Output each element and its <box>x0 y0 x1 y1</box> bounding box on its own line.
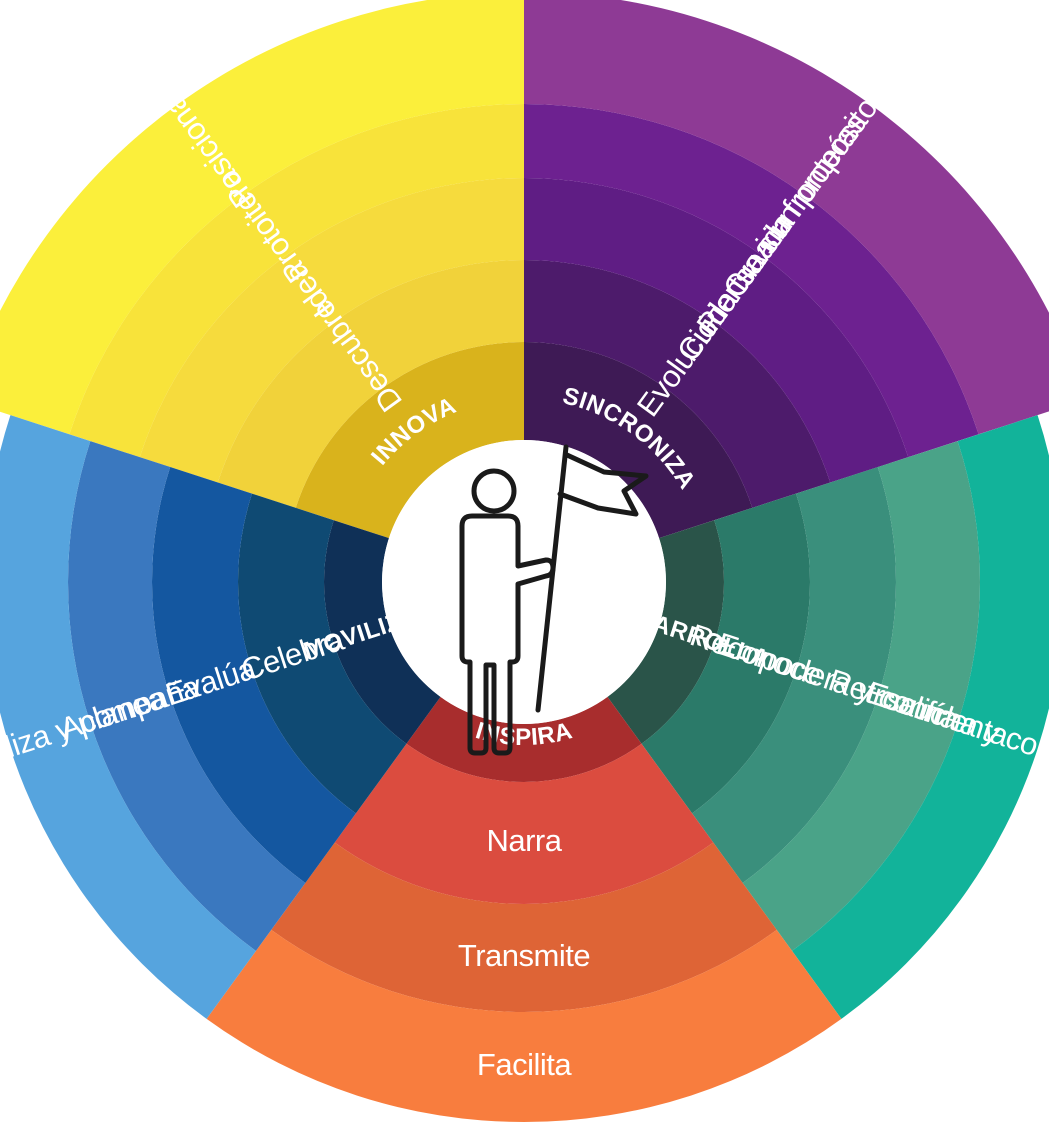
innova-ring-4 <box>0 0 524 435</box>
desarrolla-ring-2 <box>692 467 896 883</box>
sincroniza-ring-2 <box>524 178 909 483</box>
moviliza-ring-4 <box>0 415 256 1019</box>
person-holding-flag-icon <box>459 444 649 756</box>
inspira-ring-1 <box>334 743 714 904</box>
center-hub <box>382 440 666 756</box>
innova-ring-0 <box>295 342 524 539</box>
inspira-ring-3 <box>206 929 842 1123</box>
sincroniza-ring-3 <box>524 104 979 458</box>
inspira-label-2: Facilita <box>477 1047 572 1082</box>
sincroniza-ring-0 <box>524 342 753 539</box>
desarrolla-ring-1 <box>641 493 810 814</box>
sincroniza-ring-4 <box>524 0 1049 435</box>
innova-ring-1 <box>217 260 524 508</box>
inspira-ring-2 <box>271 842 777 1013</box>
desarrolla-ring-4 <box>792 415 1049 1019</box>
moviliza-ring-2 <box>151 467 356 883</box>
desarrolla-ring-3 <box>742 441 980 951</box>
moviliza-ring-1 <box>238 493 407 814</box>
inspira-label-1: Transmite <box>458 938 590 973</box>
inspira-label-0: Narra <box>486 823 562 858</box>
innova-ring-3 <box>69 104 524 458</box>
inspira-ring-0 <box>406 696 642 783</box>
moviliza-ring-3 <box>67 441 306 951</box>
moviliza-ring-0 <box>323 520 441 744</box>
desarrolla-ring-0 <box>607 520 724 744</box>
innova-ring-2 <box>139 178 524 483</box>
sincroniza-ring-1 <box>524 260 831 508</box>
